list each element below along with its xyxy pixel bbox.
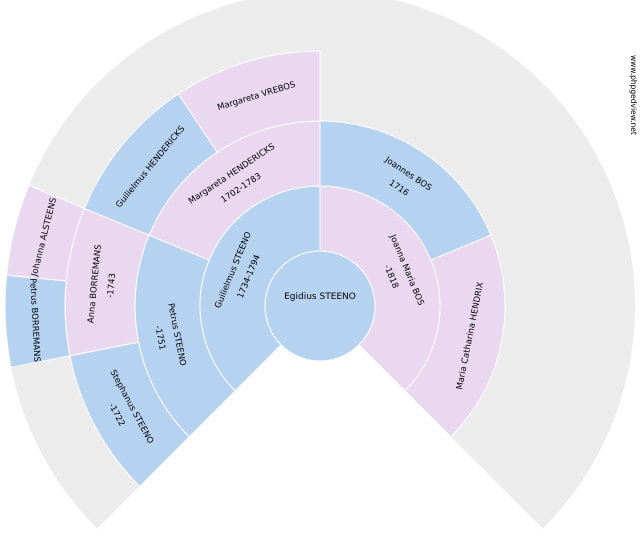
- person-box-maria-catharina-hendrix[interactable]: [404, 234, 506, 438]
- fan-person-boxes: [4, 50, 506, 488]
- person-dates: -1751: [152, 325, 167, 351]
- root-person-name: Egidius STEENO: [284, 292, 356, 302]
- person-box-egidius-steeno[interactable]: [264, 250, 376, 362]
- person-name: Petrus BORREMANS: [27, 278, 41, 362]
- person-dates: -1743: [106, 273, 118, 299]
- person-box-margareta-vrebos[interactable]: [177, 50, 321, 153]
- person-box-johanna-alsteens[interactable]: [5, 184, 86, 282]
- person-label-petrus-borremans: Petrus BORREMANS: [27, 278, 41, 362]
- site-watermark: www.phpgedview.net: [629, 55, 638, 135]
